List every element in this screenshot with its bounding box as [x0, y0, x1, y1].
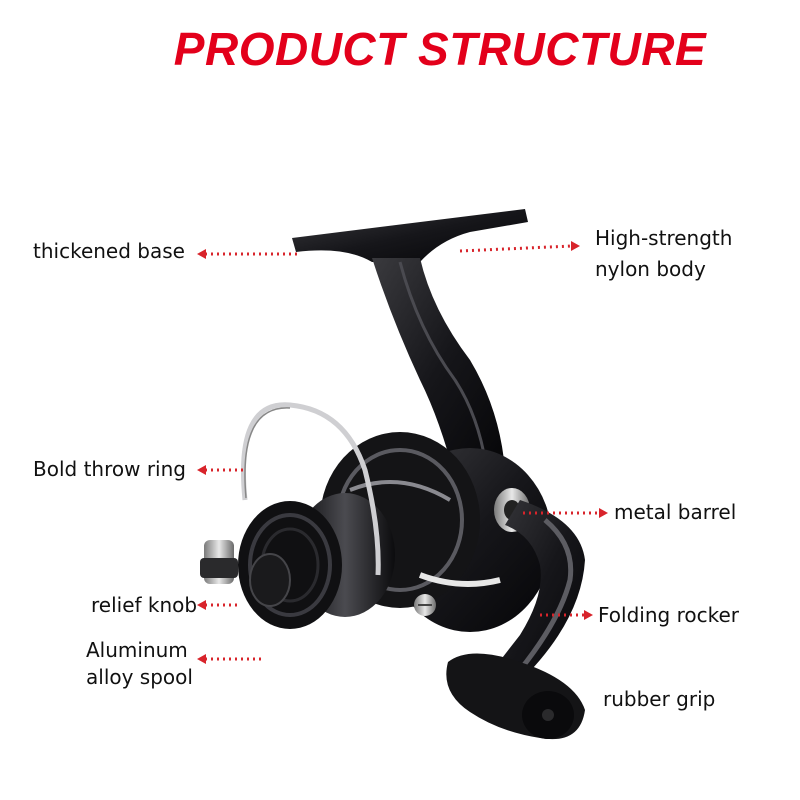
arrowhead-folding-rocker — [584, 610, 593, 620]
label-thickened-base: thickened base — [33, 239, 185, 263]
label-relief-knob: relief knob — [91, 593, 198, 617]
bail-wire-shade — [244, 407, 291, 499]
label-bold-throw-ring: Bold throw ring — [33, 457, 186, 481]
drag-knob — [249, 553, 291, 607]
rotor-stripe — [349, 480, 452, 502]
label-rubber-grip: rubber grip — [603, 687, 716, 711]
arrowhead-thickened-base — [197, 249, 206, 259]
leader-high-strength — [459, 244, 573, 253]
label-aluminum-spool-line2: alloy spool — [86, 665, 193, 689]
leader-lines — [205, 244, 600, 661]
label-aluminum-spool-line1: Aluminum — [86, 638, 188, 662]
stem-highlight — [398, 261, 488, 466]
label-high-strength-line2: nylon body — [595, 257, 706, 281]
label-metal-barrel: metal barrel — [614, 500, 737, 524]
reel-stem — [372, 258, 505, 478]
line-guide — [418, 572, 501, 587]
bail-wire — [240, 402, 381, 576]
arrowhead-relief-knob — [197, 600, 206, 610]
arrowhead-bold-throw-ring — [197, 465, 206, 475]
rocker-arm — [485, 500, 585, 700]
page-title: PRODUCT STRUCTURE — [173, 23, 707, 75]
arrowhead-aluminum-spool — [197, 654, 206, 664]
arrowhead-metal-barrel — [599, 508, 608, 518]
relief-knob-cap — [200, 558, 238, 578]
label-high-strength-line1: High-strength — [595, 226, 733, 250]
rocker-arm-highlight — [518, 518, 574, 672]
spool-front-ring — [248, 513, 332, 617]
arrowhead-high-strength — [571, 241, 580, 251]
leader-arrowheads — [197, 241, 608, 664]
reel-foot — [292, 209, 528, 262]
label-folding-rocker: Folding rocker — [598, 603, 739, 627]
